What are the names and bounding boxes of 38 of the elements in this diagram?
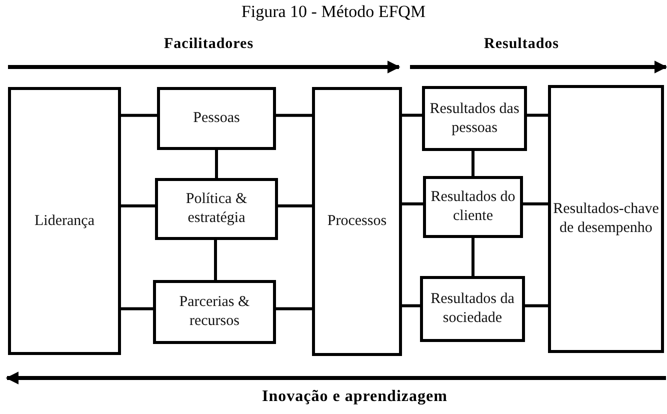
connector-line: [402, 202, 423, 206]
connector-line: [276, 114, 312, 117]
connector-line: [402, 304, 420, 308]
box-label: Política & estratégia: [184, 190, 248, 228]
box-label: Parcerias & recursos: [178, 293, 251, 331]
process-box: [153, 280, 276, 344]
connector-line: [472, 151, 474, 176]
box-label: Resultados-chave de desempenho: [552, 200, 660, 238]
process-box: [420, 276, 525, 342]
process-box: [8, 87, 121, 355]
box-label: Liderança: [34, 212, 94, 230]
connector-line: [525, 304, 548, 308]
section-label: Inovação e aprendizagem: [262, 388, 448, 406]
connector-line: [402, 114, 422, 117]
connector-line: [276, 307, 312, 310]
process-box: [155, 178, 278, 240]
connector-line: [121, 114, 157, 117]
section-label: Resultados: [484, 36, 560, 53]
connector-line: [214, 240, 217, 280]
connector-line: [527, 114, 548, 117]
connector-line: [121, 307, 153, 310]
box-label: Resultados da sociedade: [430, 290, 516, 328]
connector-line: [278, 204, 312, 208]
box-label: Processos: [327, 212, 387, 231]
connector-line: [472, 238, 474, 276]
process-box: [422, 86, 527, 151]
connector-line: [121, 204, 155, 208]
process-box: [548, 85, 664, 353]
connector-line: [523, 202, 548, 206]
box-label: Resultados do cliente: [430, 188, 516, 226]
figure-title: Figura 10 - Método EFQM: [240, 2, 427, 22]
process-box: [423, 176, 523, 238]
box-label: Pessoas: [193, 109, 240, 128]
box-label: Resultados das pessoas: [428, 100, 520, 138]
connector-line: [215, 150, 218, 178]
process-box: [312, 87, 402, 356]
process-box: [157, 87, 276, 150]
section-label: Facilitadores: [164, 36, 254, 53]
